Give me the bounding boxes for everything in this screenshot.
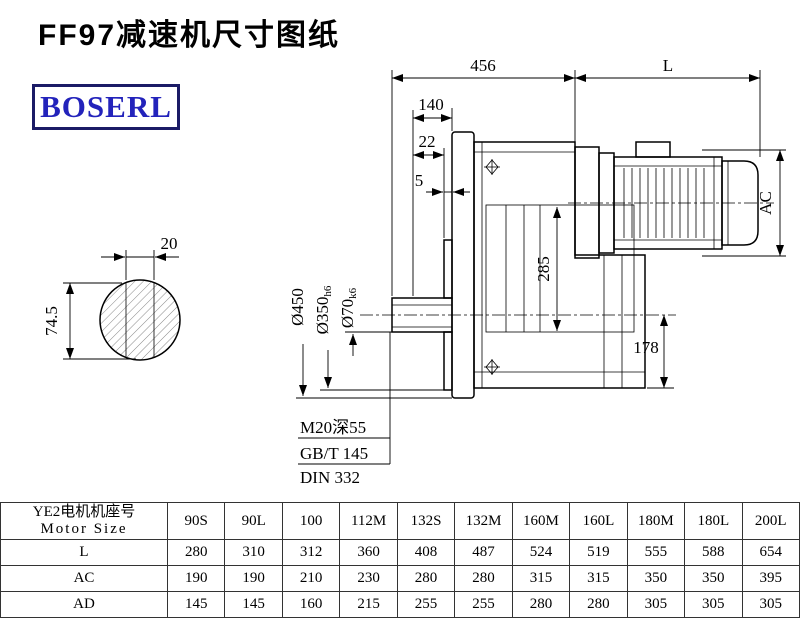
- dimension-value: 145: [224, 591, 283, 618]
- dim-5: 5: [415, 171, 424, 190]
- dimension-value: 280: [454, 565, 513, 592]
- dim-shaft-od-value: Ø70: [338, 299, 357, 328]
- dim-22: 22: [419, 132, 436, 151]
- dimension-drawing: 20 74.5: [42, 56, 786, 487]
- motor-frame-column-header: 160M: [511, 502, 571, 540]
- dim-motor-length: L: [663, 56, 673, 75]
- note-standard-din: DIN 332: [300, 468, 360, 487]
- dimension-value: 305: [626, 591, 686, 618]
- page-title: FF97减速机尺寸图纸: [38, 19, 341, 52]
- motor-frame-column-header: 132M: [454, 502, 513, 540]
- motor-frame-column-header: 180M: [626, 502, 686, 540]
- motor-terminal-box: [635, 141, 671, 158]
- dim-key-width: 20: [161, 234, 178, 253]
- dimension-value: 555: [626, 539, 686, 566]
- housing-outline: [473, 141, 646, 389]
- dimension-value: 215: [339, 591, 398, 618]
- gearbox-side-view: [360, 131, 774, 399]
- dimension-value: 310: [224, 539, 283, 566]
- dimension-value: 487: [454, 539, 513, 566]
- brand-logo: BOSERL: [32, 84, 180, 130]
- dimension-value: 588: [684, 539, 743, 566]
- dim-overall-width: 456: [470, 56, 496, 75]
- dim-flange-od: Ø450: [288, 288, 307, 326]
- dim-spigot-od-value: Ø350: [313, 297, 332, 335]
- dimension-value: 315: [511, 565, 571, 592]
- table-header-en: Motor Size: [40, 521, 128, 537]
- gear-chamber: [485, 204, 635, 333]
- dimension-value: 305: [741, 591, 800, 618]
- dimension-value: 255: [396, 591, 456, 618]
- dimension-value: 360: [339, 539, 398, 566]
- dimension-value: 280: [166, 539, 226, 566]
- motor-frame-column-header: 100: [281, 502, 341, 540]
- dim-140: 140: [418, 95, 444, 114]
- table-corner-header: YE2电机机座号 Motor Size: [0, 502, 168, 540]
- dimension-value: 280: [511, 591, 571, 618]
- dimension-value: 350: [684, 565, 743, 592]
- motor-frame-column-header: 200L: [741, 502, 800, 540]
- brand-logo-text: BOSERL: [40, 89, 172, 124]
- dimension-value: 350: [626, 565, 686, 592]
- dim-spigot-od: Ø350h6: [313, 285, 334, 334]
- motor-frame-column-header: 112M: [339, 502, 398, 540]
- dimension-value: 524: [511, 539, 571, 566]
- dimension-value: 190: [166, 565, 226, 592]
- flange-spigot-lower: [443, 331, 453, 391]
- tapped-hole-note: M20深55 GB/T 145 DIN 332: [298, 332, 391, 487]
- dim-shaft-flat: 74.5: [42, 306, 61, 336]
- dimension-value: 230: [339, 565, 398, 592]
- dimension-value: 312: [281, 539, 341, 566]
- dimension-value: 190: [224, 565, 283, 592]
- dimension-value: 519: [569, 539, 628, 566]
- motor-frame-column-header: 90L: [224, 502, 283, 540]
- dimension-row-label: AD: [0, 591, 168, 618]
- dimension-value: 145: [166, 591, 226, 618]
- dimension-value: 408: [396, 539, 456, 566]
- shaft-section-circle: [99, 279, 181, 361]
- dim-178: 178: [633, 338, 659, 357]
- motor-frame-column-header: 132S: [396, 502, 456, 540]
- dimension-value: 280: [396, 565, 456, 592]
- motor-frame-column-header: 90S: [166, 502, 226, 540]
- output-flange: [451, 131, 475, 399]
- note-tap-hole: M20深55: [300, 418, 366, 437]
- dimension-value: 305: [684, 591, 743, 618]
- motor-fins: [623, 168, 705, 238]
- dim-motor-dia: AC: [756, 191, 775, 215]
- motor-frame-column-header: 180L: [684, 502, 743, 540]
- dimension-value: 280: [569, 591, 628, 618]
- dim-shaft-tolerance: k6: [347, 287, 359, 299]
- dim-285: 285: [534, 256, 553, 282]
- dim-shaft-od: Ø70k6: [338, 287, 359, 328]
- dimension-value: 315: [569, 565, 628, 592]
- dimension-value: 160: [281, 591, 341, 618]
- motor-frame-column-header: 160L: [569, 502, 628, 540]
- note-standard-gb: GB/T 145: [300, 444, 368, 463]
- dim-spigot-tolerance: h6: [322, 285, 334, 297]
- dimension-value: 654: [741, 539, 800, 566]
- table-header-cn: YE2电机机座号: [32, 504, 136, 520]
- shaft-section-detail: 20 74.5: [42, 234, 181, 361]
- motor-fan-cover: [721, 160, 759, 246]
- motor-adapter-flange: [574, 146, 600, 259]
- dimension-value: 255: [454, 591, 513, 618]
- dimension-row-label: AC: [0, 565, 168, 592]
- dimension-annotations: 456 L 140 22 5 AC 285 178 Ø450: [288, 56, 786, 399]
- dimension-value: 395: [741, 565, 800, 592]
- flange-spigot-upper: [443, 239, 453, 299]
- dimension-value: 210: [281, 565, 341, 592]
- dimension-row-label: L: [0, 539, 168, 566]
